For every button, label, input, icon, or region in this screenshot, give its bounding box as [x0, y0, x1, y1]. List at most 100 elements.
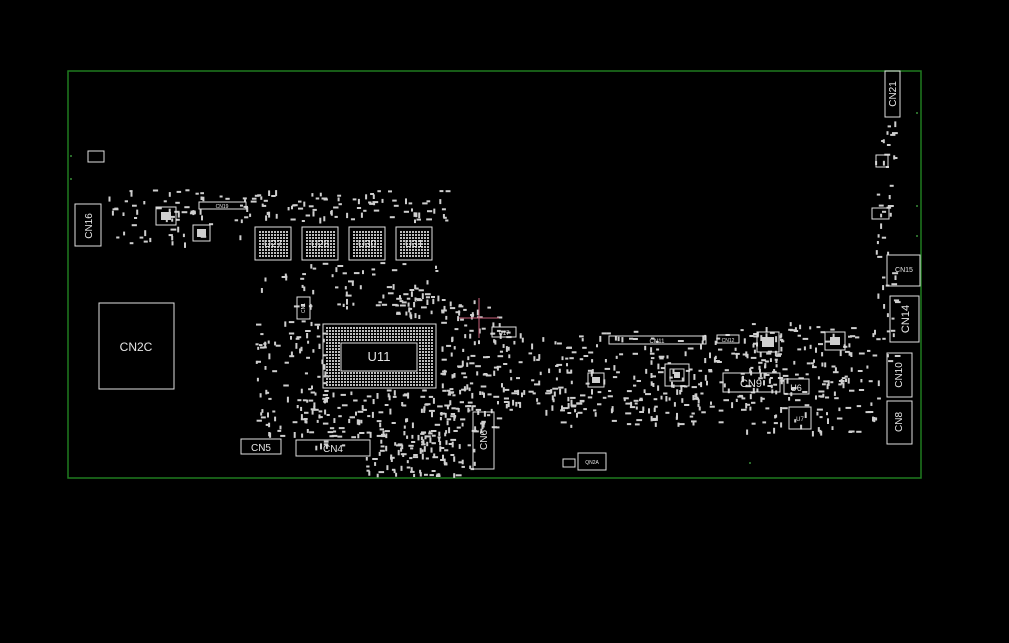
memory-u27[interactable]: U27 [254, 226, 292, 261]
ic-left-1[interactable] [155, 206, 177, 226]
connector-cn21[interactable]: CN21 [884, 70, 901, 118]
pad [420, 408, 423, 413]
pad [363, 399, 367, 402]
chip-u17[interactable]: U17 [491, 326, 517, 338]
pad [481, 327, 486, 330]
pad [335, 342, 337, 344]
pad [416, 333, 418, 335]
pad [335, 378, 337, 380]
pad [209, 223, 214, 226]
pad [299, 348, 302, 354]
connector-cn16[interactable]: CN16 [74, 203, 102, 247]
pad [356, 231, 358, 233]
pad [362, 384, 364, 386]
pad [665, 396, 668, 402]
pad [866, 365, 869, 369]
pad [633, 375, 636, 380]
pad [431, 411, 433, 418]
chip-u6[interactable]: U6 [783, 378, 810, 395]
pad [265, 391, 270, 394]
connector-cn10[interactable]: CN10 [886, 352, 913, 398]
pad [481, 424, 484, 430]
pad [652, 417, 657, 420]
connector-cn14[interactable]: CN14 [889, 295, 920, 343]
connector-cn11[interactable]: CN11 [608, 335, 707, 345]
pad [428, 342, 430, 344]
pad [793, 330, 799, 332]
pad [416, 378, 418, 380]
ic-right-1[interactable] [756, 331, 780, 353]
pad [341, 375, 343, 377]
part-tr-1[interactable] [875, 154, 889, 168]
chip-qn2a[interactable]: QN2A [577, 452, 607, 471]
pad [338, 372, 340, 374]
connector-cn9[interactable]: CN9 [722, 372, 781, 393]
pad [844, 350, 850, 353]
pad [421, 234, 423, 236]
pad [660, 395, 663, 400]
pad [359, 330, 361, 332]
pad [677, 340, 684, 342]
chip-u7[interactable]: U7 [788, 406, 812, 430]
pad [297, 399, 302, 402]
pad [372, 201, 379, 204]
pad [108, 196, 111, 202]
pad [773, 427, 776, 434]
pad [424, 234, 426, 236]
pad [274, 240, 276, 242]
ic-right-2[interactable] [824, 331, 846, 351]
part-tr-2[interactable] [871, 207, 890, 220]
pad [398, 384, 400, 386]
pad [130, 190, 133, 197]
pad [332, 351, 334, 353]
pad [422, 363, 424, 365]
cpu-u11[interactable]: U11 [322, 323, 437, 389]
pad [265, 252, 267, 254]
pad [406, 246, 408, 248]
pad [691, 386, 697, 389]
connector-cn15[interactable]: CN15 [886, 254, 921, 287]
pad [353, 237, 355, 239]
pad [389, 339, 391, 341]
pad [702, 335, 705, 341]
connector-cn4[interactable]: CN4 [295, 439, 371, 457]
connector-cn19[interactable]: CN19 [198, 201, 247, 210]
pad [277, 246, 279, 248]
pad [338, 333, 340, 335]
part-tl-1[interactable] [87, 150, 105, 163]
pad [439, 199, 442, 205]
memory-u31[interactable]: U31 [395, 226, 433, 261]
memory-u30[interactable]: U30 [348, 226, 386, 261]
pad [338, 366, 340, 368]
pad [389, 333, 391, 335]
pad [350, 375, 352, 377]
pad [652, 383, 655, 387]
small-part-near-qn2a[interactable] [562, 458, 576, 468]
connector-cn2c[interactable]: CN2C [98, 302, 175, 390]
pad [359, 285, 362, 290]
connector-cn1[interactable]: CN1 [296, 296, 311, 320]
pad [834, 367, 837, 373]
pad [409, 231, 411, 233]
ic-center[interactable] [664, 363, 690, 387]
pad [202, 196, 205, 202]
pad [322, 262, 329, 265]
pad [567, 412, 572, 414]
memory-u28[interactable]: U28 [301, 226, 339, 261]
pad [392, 339, 394, 341]
pad [267, 340, 270, 344]
pad [383, 372, 385, 374]
connector-cn8[interactable]: CN8 [886, 400, 913, 445]
pad [428, 333, 430, 335]
pad [362, 243, 364, 245]
pad [675, 416, 678, 420]
pad [404, 381, 406, 383]
ic-center-small[interactable] [587, 372, 605, 388]
connector-cn5[interactable]: CN5 [240, 438, 282, 455]
connector-cn12[interactable]: CN12 [716, 334, 740, 344]
pad [645, 393, 651, 396]
ic-left-2[interactable] [192, 224, 211, 242]
connector-cn6[interactable]: CN6 [472, 411, 495, 470]
pad [561, 405, 563, 411]
